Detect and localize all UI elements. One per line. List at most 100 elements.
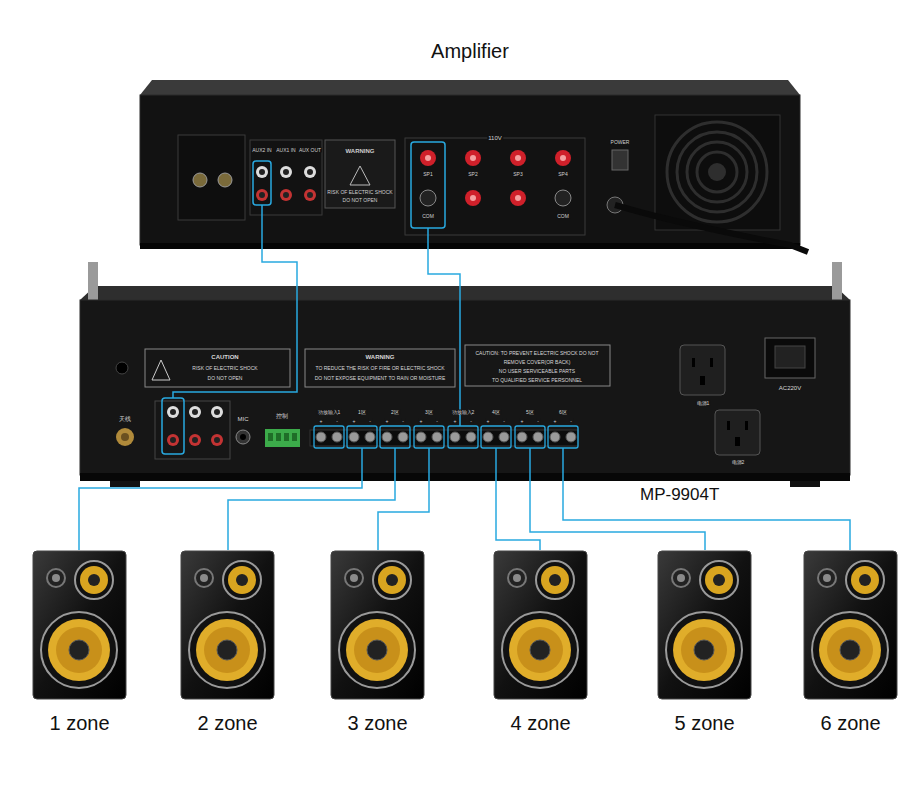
rca-white [211,406,223,418]
connector-wire [79,475,362,550]
panel-marking: + [553,419,558,424]
rca-white [280,166,292,178]
mixer-lip [80,473,850,481]
fan-grille [667,122,767,222]
speaker-box: 6 zone [803,550,898,700]
outlet-slot [692,358,695,367]
panel-marking: NO USER SERVICEABLE PARTS [498,369,576,374]
outlet-slot [710,358,713,367]
panel-marking: MIC [237,416,250,422]
panel-marking: 天线 [118,416,132,422]
panel-marking: SP1 [422,172,433,177]
jack [193,173,207,187]
rca-red [167,434,179,446]
panel-marking: POWER [610,140,631,145]
screw-terminal [517,432,527,442]
connector-wire [228,475,395,550]
panel-marking: 电源2 [731,460,746,465]
panel-marking: - [469,419,473,424]
connector-wire [496,475,540,550]
rack-ear [832,262,842,300]
panel-marking: DO NOT EXPOSE EQUIPMENT TO RAIN OR MOIST… [314,376,446,381]
post-center [470,195,476,201]
highlight-box [414,426,444,448]
fan-grille [687,142,747,202]
speaker-drawing [181,551,274,699]
highlight-box [347,426,377,448]
panel-marking: COM [421,214,435,219]
connector-wire [563,475,850,550]
panel-marking: CAUTION: TO PREVENT ELECTRIC SHOCK DO NO… [474,351,599,356]
rca-white [304,166,316,178]
rca-hole [214,437,220,443]
panel-marking: - [335,419,339,424]
rca-hole [259,169,265,175]
screw-terminal [382,432,392,442]
ac-socket [775,346,805,368]
speaker-illustration [803,550,898,700]
warning-triangle [350,166,370,185]
terminal-pin [276,433,281,441]
panel-marking: - [502,419,506,424]
screw-terminal [550,432,560,442]
panel-marking: AUX OUT [298,148,322,153]
rca-hole [259,192,265,198]
speaker-drawing [804,551,897,699]
wire-run [394,448,396,475]
highlight-box [448,426,478,448]
rca-section [250,140,322,215]
screw-terminal [332,432,342,442]
post-center [515,155,521,161]
power-switch [612,150,628,170]
panel-marking: DO NOT OPEN [342,198,379,203]
speaker-illustration [32,550,127,700]
post-center [560,155,566,161]
binding-post-red [465,190,481,206]
speaker-box: 5 zone [657,550,752,700]
panel-marking: CAUTION [210,354,239,360]
panel-marking: - [569,419,573,424]
panel-marking: DO NOT OPEN [207,376,244,381]
rca-hole [307,169,313,175]
highlight-box [314,426,344,448]
panel-marking: - [401,419,405,424]
panel-marking: 2区 [390,410,400,415]
panel-marking: AUX1 IN [275,148,296,153]
panel-marking: 110V [487,135,503,141]
mixer-top [80,286,850,300]
rca-red [211,434,223,446]
post-center [515,195,521,201]
antenna-connector [116,428,134,446]
fan-hub [708,163,726,181]
screw-hole [116,362,128,374]
rca-hole [283,192,289,198]
rca-red [304,189,316,201]
panel-marking: + [385,419,390,424]
zone-label: 6 zone [820,712,880,734]
power-outlet [715,410,760,455]
wire-run [261,205,263,245]
wire-run [562,448,564,475]
caution-box [465,345,610,386]
antenna-pin [121,433,129,441]
screw-terminal [316,432,326,442]
wire-run [529,448,531,475]
panel-marking: 3区 [424,410,434,415]
power-cable [615,205,808,252]
rack-ear [88,262,98,300]
post-center [470,155,476,161]
device-title: Amplifier [431,40,509,62]
panel-marking: 控制 [275,413,289,419]
panel-marking: AUX2 IN [251,148,272,153]
panel-marking: RISK OF ELECTRIC SHOCK [191,366,258,371]
jack [218,173,232,187]
speaker-illustration [657,550,752,700]
highlight-box [515,426,545,448]
fan-housing [655,115,780,230]
panel-marking: 4区 [491,410,501,415]
zone-label: 2 zone [197,712,257,734]
speaker-box: 4 zone [493,550,588,700]
terminal-pin [268,433,273,441]
panel-marking: WARNING [365,354,396,360]
